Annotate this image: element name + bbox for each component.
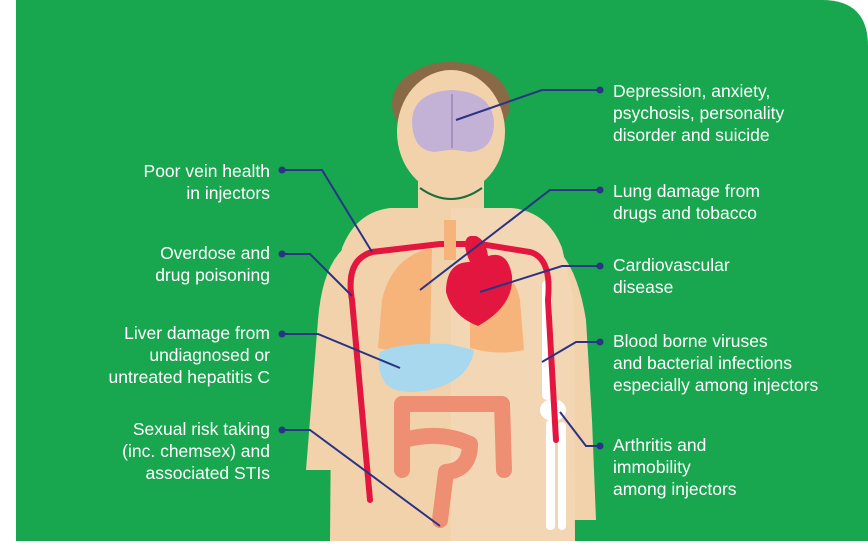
label-line: Overdose and [155,242,270,264]
label-line: in injectors [144,182,270,204]
label-line: Sexual risk taking [122,418,270,440]
connector-dot-lung [597,187,604,194]
label-line: especially among injectors [613,374,818,396]
label-line: Blood borne viruses [613,330,818,352]
label-poor-vein-health: Poor vein health in injectors [144,160,270,204]
label-line: Depression, anxiety, [613,80,784,102]
label-line: Arthritis and [613,434,737,456]
label-line: among injectors [613,478,737,500]
label-sexual-risk: Sexual risk taking (inc. chemsex) and as… [122,418,270,484]
label-arthritis: Arthritis and immobility among injectors [613,434,737,500]
connector-dot-liver [279,331,286,338]
brain-icon [412,90,494,152]
label-overdose: Overdose and drug poisoning [155,242,270,286]
label-line: undiagnosed or [109,344,271,366]
label-line: disorder and suicide [613,124,784,146]
connector-dot-arthritis [597,443,604,450]
label-lung-damage: Lung damage from drugs and tobacco [613,180,760,224]
label-line: Lung damage from [613,180,760,202]
label-mental-health: Depression, anxiety, psychosis, personal… [613,80,784,146]
label-line: disease [613,276,730,298]
connector-dot-cardio [597,263,604,270]
label-blood-borne-viruses: Blood borne viruses and bacterial infect… [613,330,818,396]
connector-dot-vein [279,167,286,174]
connector-dot-bbv [597,339,604,346]
label-line: associated STIs [122,462,270,484]
label-line: psychosis, personality [613,102,784,124]
label-line: Liver damage from [109,322,271,344]
label-cardiovascular: Cardiovascular disease [613,254,730,298]
connector-dot-sexual [279,427,286,434]
label-line: untreated hepatitis C [109,366,271,388]
label-line: (inc. chemsex) and [122,440,270,462]
trachea [444,220,456,260]
connector-dot-mental [597,87,604,94]
label-line: immobility [613,456,737,478]
label-line: Cardiovascular [613,254,730,276]
label-liver-damage: Liver damage from undiagnosed or untreat… [109,322,271,388]
label-line: drugs and tobacco [613,202,760,224]
connector-dot-overdose [279,251,286,258]
label-line: and bacterial infections [613,352,818,374]
label-line: Poor vein health [144,160,270,182]
label-line: drug poisoning [155,264,270,286]
